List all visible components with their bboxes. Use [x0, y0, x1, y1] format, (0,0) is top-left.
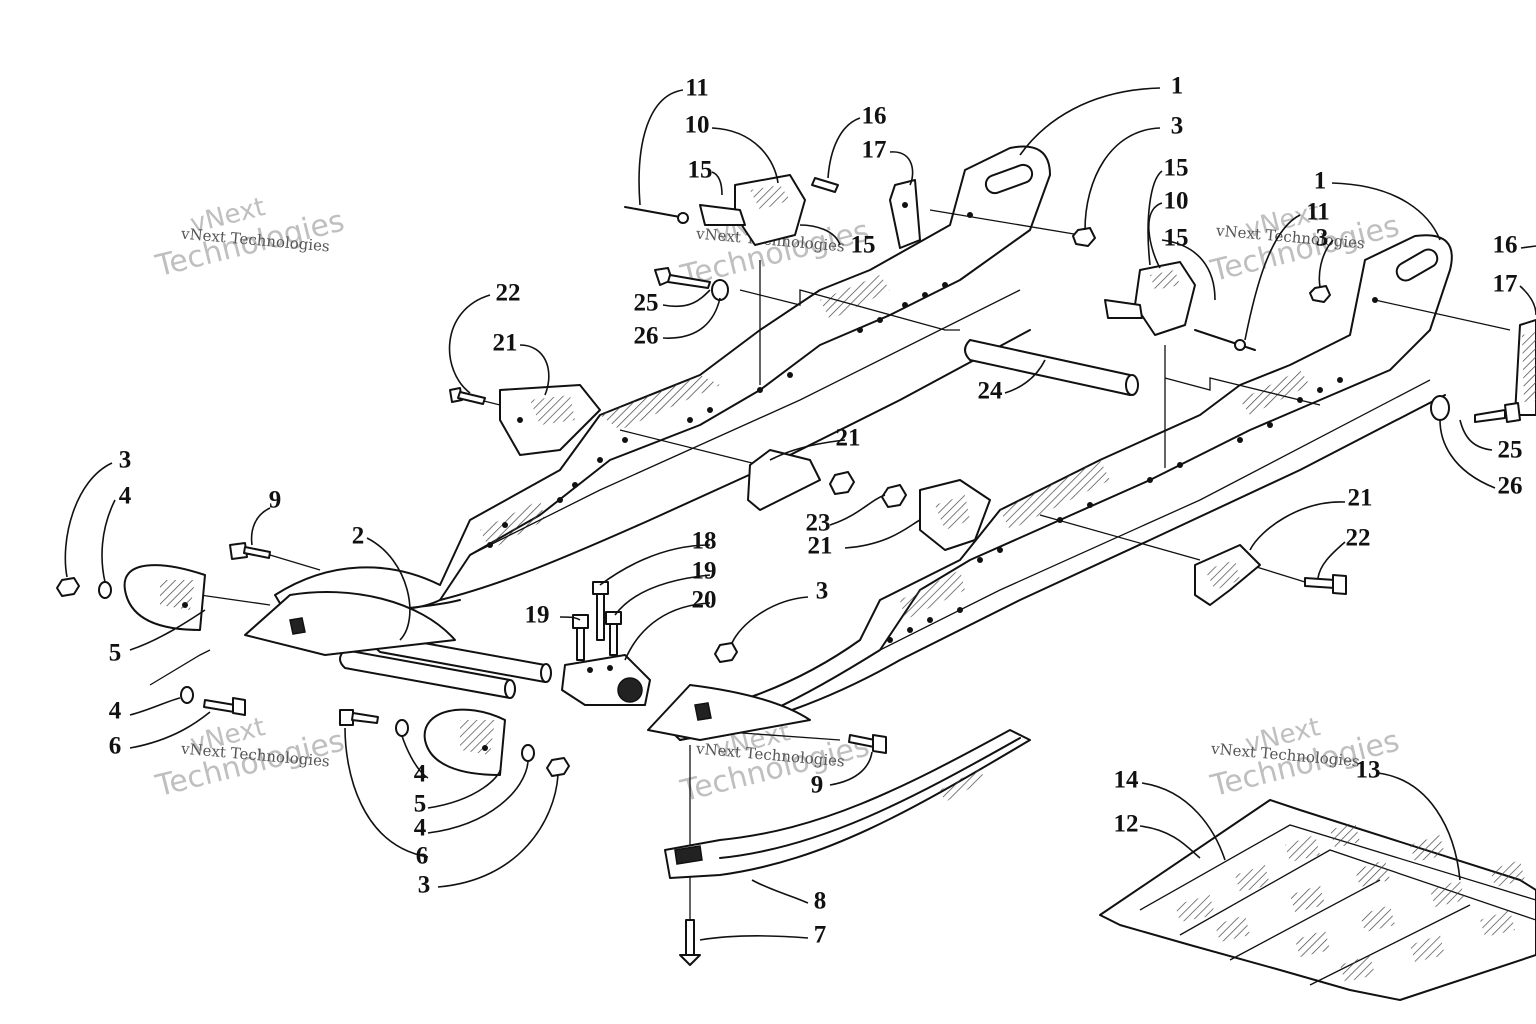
callout-15: 15	[1164, 155, 1189, 182]
front-axle-shafts	[339, 634, 552, 699]
callout-20: 20	[692, 587, 717, 614]
rear-arm-left	[244, 591, 456, 656]
callout-3: 3	[1316, 225, 1329, 252]
callout-21: 21	[1348, 485, 1373, 512]
cross-shaft-24	[964, 339, 1139, 396]
rail-holes	[487, 212, 973, 548]
callout-9: 9	[269, 487, 282, 514]
callout-19: 19	[692, 558, 717, 585]
left-rail	[274, 145, 1051, 621]
callout-22: 22	[1346, 525, 1371, 552]
callout-23: 23	[806, 510, 831, 537]
callout-24: 24	[978, 378, 1004, 405]
shock-mount-upper-right	[1104, 261, 1256, 351]
callout-22: 22	[496, 280, 521, 307]
callout-21: 21	[836, 425, 861, 452]
callout-1: 1	[1314, 168, 1327, 195]
slide-8	[664, 729, 1031, 966]
callout-3: 3	[1171, 113, 1184, 140]
callout-3: 3	[119, 447, 132, 474]
callout-3: 3	[816, 578, 829, 605]
callout-15: 15	[1164, 225, 1189, 252]
callout-11: 11	[1306, 199, 1330, 226]
callout-12: 12	[1114, 811, 1139, 838]
callout-9: 9	[811, 772, 824, 799]
track-section	[1099, 799, 1536, 1001]
callout-6: 6	[416, 843, 429, 870]
callout-21: 21	[808, 533, 833, 560]
leader-lines	[64, 87, 1536, 941]
callout-14: 14	[1114, 767, 1140, 794]
callout-17: 17	[1493, 271, 1518, 298]
callout-15: 15	[688, 157, 713, 184]
bracket-21-center	[747, 449, 821, 511]
callout-5: 5	[109, 640, 122, 667]
bracket-21-upper-left	[499, 384, 601, 456]
callout-4: 4	[414, 815, 427, 842]
callout-13: 13	[1356, 757, 1381, 784]
callout-11: 11	[685, 75, 709, 102]
callout-8: 8	[814, 888, 827, 915]
callout-4: 4	[119, 483, 132, 510]
shock-mount-upper-left	[624, 174, 806, 246]
guide-lines	[149, 209, 1511, 920]
callout-26: 26	[1498, 473, 1523, 500]
bracket-17-right	[1514, 319, 1536, 416]
callout-2: 2	[352, 523, 365, 550]
callout-1: 1	[1171, 73, 1184, 100]
callout-16: 16	[862, 103, 887, 130]
track-lugs	[1175, 822, 1525, 982]
idler-wheel-5-upper	[123, 564, 206, 631]
callout-21: 21	[493, 330, 518, 357]
callout-25: 25	[634, 290, 659, 317]
front-axle-block	[561, 581, 651, 706]
bracket-21-mid-right	[919, 479, 991, 551]
callout-15: 15	[851, 232, 876, 259]
bracket-21-lower-right	[1194, 544, 1261, 606]
idler-wheel-5-lower	[423, 708, 506, 776]
callout-7: 7	[814, 922, 827, 949]
hardware	[56, 227, 1521, 777]
callout-25: 25	[1498, 437, 1523, 464]
callout-3: 3	[418, 872, 431, 899]
callout-10: 10	[685, 112, 710, 139]
callout-26: 26	[634, 323, 659, 350]
callout-4: 4	[414, 761, 427, 788]
callout-labels: 11 10 15 15 16 17 1 3 15 10 11 15 1 3 16…	[109, 73, 1523, 949]
callout-17: 17	[862, 137, 887, 164]
callout-18: 18	[692, 528, 717, 555]
callout-19: 19	[525, 602, 550, 629]
callout-6: 6	[109, 733, 122, 760]
callout-5: 5	[414, 791, 427, 818]
callout-10: 10	[1164, 188, 1189, 215]
callout-16: 16	[1493, 232, 1518, 259]
rear-arm-right	[647, 684, 811, 741]
callout-4: 4	[109, 698, 122, 725]
